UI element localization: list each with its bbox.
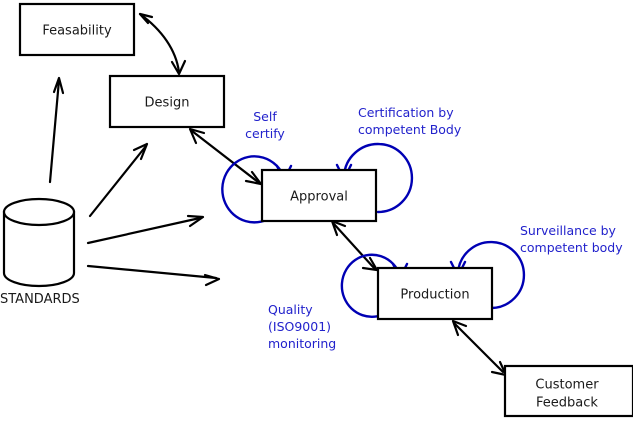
node-box-shape[interactable] bbox=[108, 74, 226, 129]
node-label-line2: Feedback bbox=[536, 396, 598, 411]
flow-line bbox=[332, 222, 376, 270]
annotation-line1: Certification by bbox=[358, 105, 454, 120]
flow-line bbox=[190, 129, 260, 184]
annotation-line2: (ISO9001) bbox=[268, 319, 331, 334]
arrowhead bbox=[52, 76, 65, 95]
flow-customer-feedback-production bbox=[451, 319, 508, 377]
annotation-line1: Self bbox=[253, 109, 277, 124]
arrowhead-to-feasability bbox=[138, 12, 154, 25]
node-label: Design bbox=[145, 96, 190, 111]
datastore-label: STANDARDS bbox=[0, 292, 80, 307]
flow-line bbox=[86, 264, 218, 280]
flow-line bbox=[86, 216, 202, 245]
node-feasability[interactable]: Feasability bbox=[18, 2, 136, 57]
annotation-line2: competent Body bbox=[358, 122, 462, 137]
annotation-self-certify: Self certify bbox=[245, 109, 285, 141]
node-box-shape[interactable] bbox=[376, 266, 494, 321]
annotation-surveillance-competent-body: Surveillance by competent body bbox=[520, 223, 623, 255]
node-box-shape[interactable] bbox=[18, 2, 136, 57]
flow-line bbox=[48, 78, 61, 184]
node-production[interactable]: Production bbox=[376, 266, 494, 321]
flow-approval-production bbox=[330, 219, 379, 272]
annotation-line2: competent body bbox=[520, 240, 623, 255]
node-label: Feasability bbox=[42, 24, 112, 39]
node-approval[interactable]: Approval bbox=[260, 168, 378, 223]
node-box-shape[interactable] bbox=[260, 168, 378, 223]
flow-design-approval bbox=[188, 127, 263, 186]
node-customer-feedback[interactable]: Customer Feedback bbox=[503, 364, 633, 418]
flow-standards-production bbox=[86, 264, 221, 287]
arrowhead bbox=[132, 142, 149, 161]
annotation-quality-monitoring: Quality (ISO9001) monitoring bbox=[268, 302, 336, 351]
cylinder-body bbox=[2, 210, 76, 288]
arrowhead bbox=[186, 214, 205, 228]
annotation-certification-competent-body: Certification by competent Body bbox=[358, 105, 462, 137]
loop-arc-path bbox=[456, 240, 526, 310]
flow-standards-design bbox=[88, 142, 149, 218]
arrowhead-to-production bbox=[451, 319, 468, 337]
datastore-standards: STANDARDS bbox=[0, 197, 80, 307]
annotation-line2: certify bbox=[245, 126, 285, 141]
flow-line bbox=[453, 322, 505, 374]
node-label: Production bbox=[400, 288, 469, 303]
arrowhead bbox=[203, 273, 221, 287]
arrowhead-to-design bbox=[188, 127, 206, 145]
arrowhead-to-approval bbox=[244, 170, 263, 186]
annotation-line1: Surveillance by bbox=[520, 223, 617, 238]
node-design[interactable]: Design bbox=[108, 74, 226, 129]
annotation-line3: monitoring bbox=[268, 336, 336, 351]
node-box-shape[interactable] bbox=[503, 364, 633, 418]
node-label-line1: Customer bbox=[535, 378, 599, 393]
loop-arc-path bbox=[342, 142, 414, 214]
annotation-line1: Quality bbox=[268, 302, 313, 317]
flow-feasability-design bbox=[138, 12, 187, 76]
flow-standards-approval bbox=[86, 214, 205, 245]
cylinder-top bbox=[2, 197, 76, 227]
flow-standards-feasability bbox=[48, 76, 65, 184]
flow-line bbox=[88, 144, 148, 218]
flow-line bbox=[138, 12, 181, 74]
arrowhead-to-production bbox=[361, 256, 379, 272]
arrowhead-to-design bbox=[170, 59, 187, 76]
node-label: Approval bbox=[290, 190, 348, 205]
